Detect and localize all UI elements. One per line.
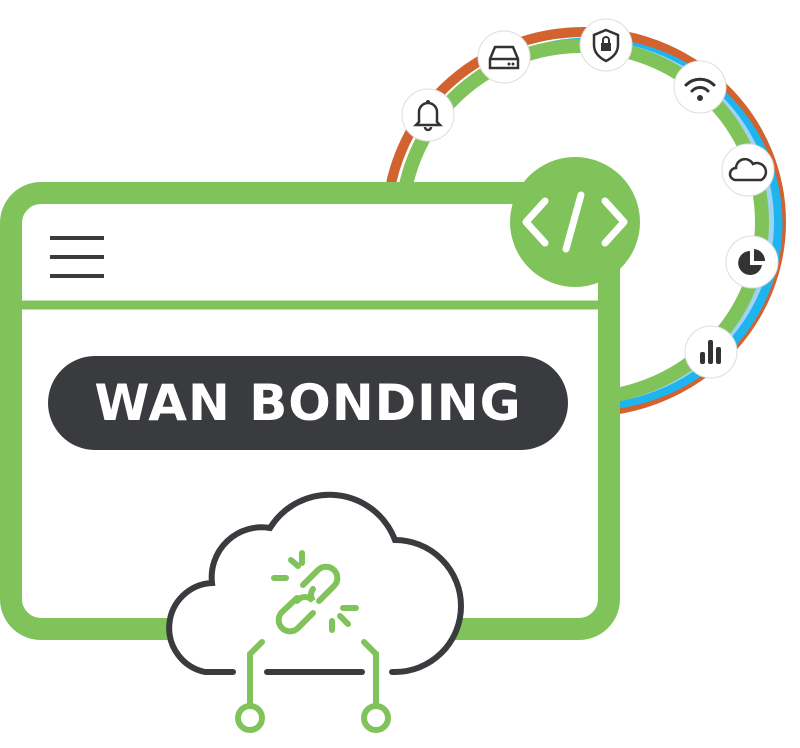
code-icon xyxy=(510,157,640,287)
cloud-broken-link-icon xyxy=(166,491,464,733)
pie-chart-icon xyxy=(725,235,779,289)
bar-chart-icon xyxy=(684,325,738,379)
bell-icon xyxy=(401,88,455,142)
cloud-icon xyxy=(721,143,775,197)
page-title: WAN BONDING xyxy=(48,356,568,450)
hamburger-menu-icon xyxy=(50,236,104,278)
wifi-icon xyxy=(673,60,727,114)
hard-drive-icon xyxy=(477,30,531,84)
shield-lock-icon xyxy=(579,18,633,72)
